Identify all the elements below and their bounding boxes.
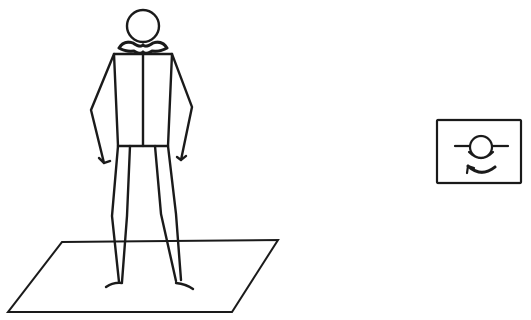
right-foot bbox=[176, 283, 193, 289]
symbol-box bbox=[437, 120, 521, 183]
floor-mat bbox=[8, 240, 278, 312]
left-inner-leg bbox=[122, 146, 130, 282]
head bbox=[127, 10, 159, 42]
stick-figure bbox=[91, 10, 193, 289]
right-arm bbox=[172, 54, 192, 160]
right-leg bbox=[168, 146, 181, 280]
torso-right bbox=[168, 54, 172, 146]
torso-left bbox=[114, 54, 118, 146]
left-foot bbox=[106, 283, 122, 287]
left-leg bbox=[112, 146, 119, 282]
left-arm bbox=[91, 54, 114, 163]
right-inner-leg bbox=[155, 146, 176, 281]
